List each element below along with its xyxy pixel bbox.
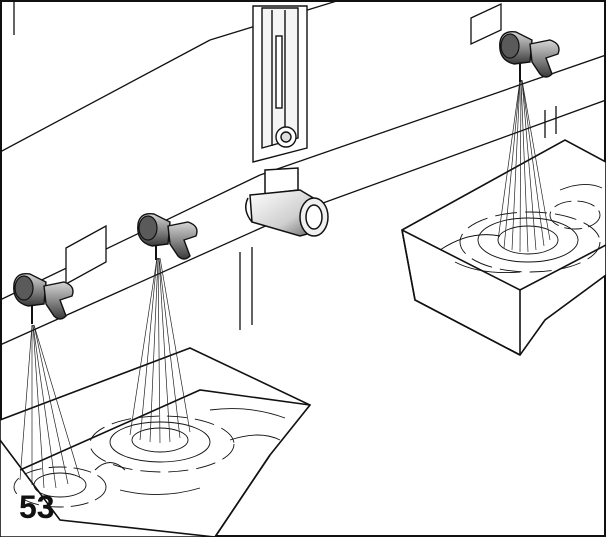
wall-plate-right <box>470 2 502 46</box>
wall-plates <box>65 2 502 286</box>
spray-left-edge <box>19 324 81 489</box>
wall-plate-left <box>65 224 107 286</box>
figure-number: 53 <box>19 489 55 525</box>
basin-left <box>0 347 312 537</box>
ball-valve-icon <box>245 167 329 237</box>
spray-nozzle-icon <box>13 273 74 324</box>
spray-right <box>497 79 551 253</box>
spray-left-center <box>129 257 191 444</box>
spray-nozzle-icon <box>137 213 198 260</box>
spray-nozzle-icon <box>499 31 560 82</box>
flow-meter <box>252 5 308 163</box>
